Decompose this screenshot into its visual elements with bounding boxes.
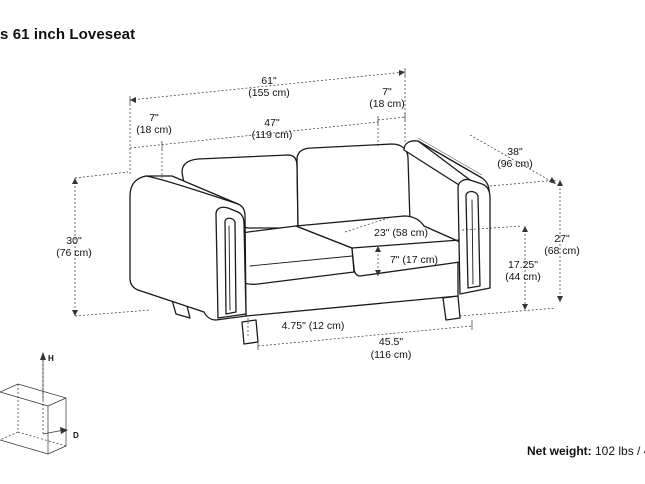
overall-width-in: 61" (261, 75, 277, 87)
leg-height-label: 4.75" (12 cm) (282, 320, 345, 332)
seat-height-cm: (44 cm) (505, 271, 541, 283)
back-cushion-right (296, 143, 411, 229)
loveseat-drawing (129, 140, 491, 345)
axis-cube-icon (0, 352, 68, 455)
arm-height-in: 27" (554, 233, 570, 245)
overall-width-cm: (155 cm) (248, 87, 289, 99)
overall-depth-cm: (96 cm) (497, 158, 533, 170)
net-weight-value: 102 lbs / 4 (591, 444, 645, 458)
seat-height-in: 17.25" (508, 259, 538, 271)
arm-left-in: 7" (149, 112, 159, 124)
net-weight: Net weight: 102 lbs / 4 (527, 444, 645, 458)
height-axis-label: H (48, 354, 54, 363)
overall-height-in: 30" (66, 235, 82, 247)
right-arm (457, 178, 491, 295)
base-width-cm: (116 cm) (371, 349, 412, 361)
arm-right-in: 7" (382, 86, 392, 98)
arm-left-cm: (18 cm) (136, 124, 172, 136)
left-arm-front-panel (215, 206, 247, 319)
arm-right-cm: (18 cm) (369, 98, 405, 110)
product-title: s 61 inch Loveseat (0, 26, 136, 43)
seat-width-cm: (119 cm) (252, 129, 293, 141)
base-width-in: 45.5" (379, 336, 403, 348)
seat-depth-label: 23" (58 cm) (374, 227, 428, 239)
arm-height-cm: (68 cm) (544, 245, 580, 257)
net-weight-label: Net weight: (527, 444, 592, 458)
seat-width-in: 47" (264, 117, 280, 129)
front-leg-left (241, 319, 259, 345)
depth-axis-label: D (73, 431, 79, 440)
dimension-labels: 61" (155 cm) 7" (18 cm) 7" (18 cm) 47" (… (56, 75, 580, 361)
dimension-lines (74, 68, 561, 350)
overall-depth-in: 38" (507, 146, 523, 158)
cushion-thickness-label: 7" (17 cm) (390, 254, 438, 266)
overall-height-cm: (76 cm) (56, 247, 92, 259)
front-leg-right (442, 295, 461, 321)
arrowheads (72, 70, 563, 316)
